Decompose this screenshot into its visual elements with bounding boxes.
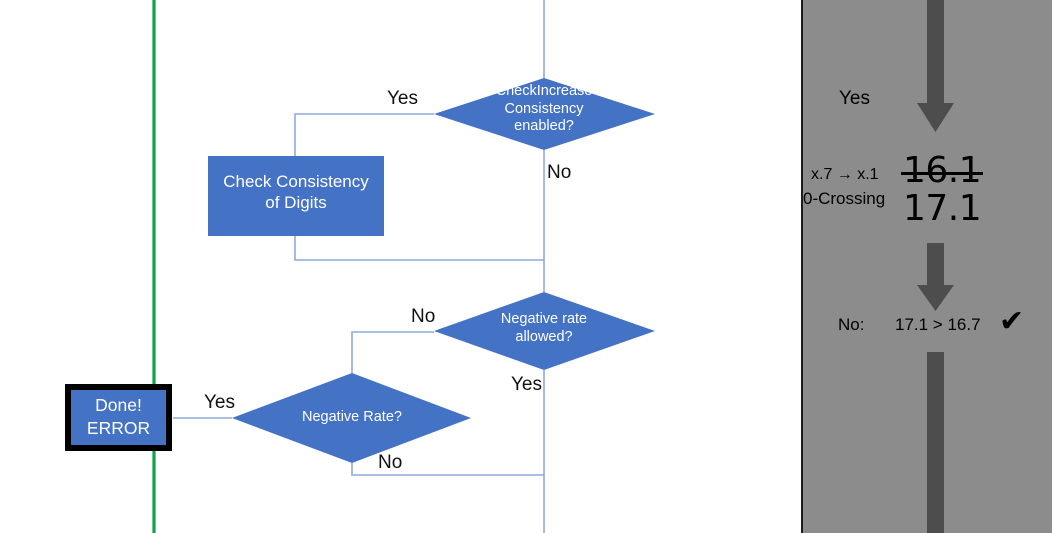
checkmark-icon: ✔ xyxy=(999,304,1025,339)
down-arrow-icon-2 xyxy=(917,243,954,311)
edge-label-negrateallowed-no: No xyxy=(411,306,436,327)
node-check-increase-consistency[interactable] xyxy=(434,78,655,150)
connector-negrate-no xyxy=(351,463,544,476)
panel-result-comparison: 17.1 > 16.7 xyxy=(895,315,981,334)
down-arrow-icon-3 xyxy=(927,352,944,533)
panel-result-label: No: xyxy=(838,315,865,334)
edge-label-checkincrease-yes: Yes xyxy=(387,88,418,109)
node-check-consistency-of-digits[interactable] xyxy=(208,156,384,236)
panel-result-row: No: 17.1 > 16.7 xyxy=(838,315,981,335)
edge-label-checkincrease-no: No xyxy=(547,162,572,183)
down-arrow-icon-1 xyxy=(917,0,954,132)
node-negative-rate-allowed[interactable] xyxy=(434,292,655,370)
panel-value-current: 17.1 xyxy=(903,188,982,229)
node-done-error[interactable] xyxy=(65,384,172,451)
node-negative-rate[interactable] xyxy=(232,373,471,463)
panel-annotation-zero-crossing: 0-Crossing xyxy=(803,189,886,208)
edge-label-negrate-no: No xyxy=(378,452,403,473)
edge-label-negrateallowed-yes: Yes xyxy=(511,374,542,395)
panel-value-struck-text: 16.1 xyxy=(903,150,982,191)
connector-checkincrease-yes xyxy=(294,113,434,156)
connector-consistency-to-spine xyxy=(294,236,544,261)
panel-arrows xyxy=(917,0,954,533)
panel-annotation-transition: x.7 → x.1 xyxy=(811,166,879,183)
edge-label-negrate-yes: Yes xyxy=(204,392,235,413)
panel-value-struck: 16.1 xyxy=(903,150,982,191)
connector-negrateallowed-no xyxy=(351,331,434,373)
right-annotation-panel: Yes x.7 → x.1 0-Crossing 16.1 17.1 No: 17… xyxy=(801,0,1052,533)
panel-branch-label: Yes xyxy=(839,88,870,109)
